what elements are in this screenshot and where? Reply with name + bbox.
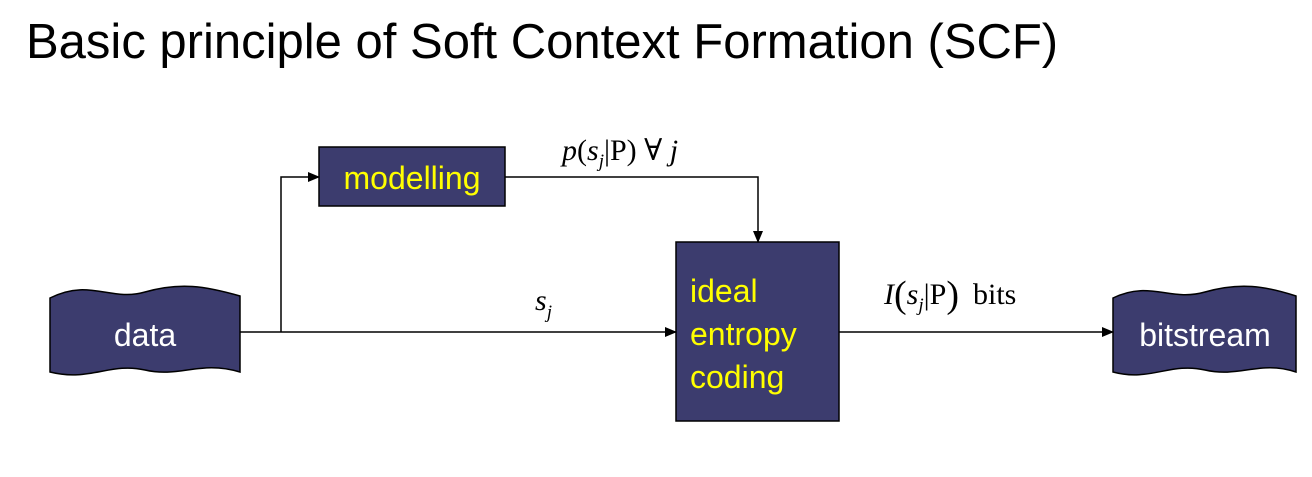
coding-label-line2: entropy: [690, 316, 797, 352]
bitstream-label: bitstream: [1139, 317, 1271, 353]
coding-label-line3: coding: [690, 359, 784, 395]
branch-to-modelling-line: [280, 172, 320, 332]
data-node: [49, 285, 241, 376]
data-label: data: [114, 317, 176, 353]
modelling-label: modelling: [344, 160, 481, 196]
modelling-to-coding-line: [505, 176, 763, 243]
probability-label: p(sj|P) ∀ j: [560, 134, 678, 172]
information-label: I(sj|P)bits: [883, 274, 1016, 316]
symbol-label: sj: [535, 284, 552, 323]
coding-label-line1: ideal: [690, 273, 758, 309]
bitstream-node: [1112, 285, 1297, 376]
page-title: Basic principle of Soft Context Formatio…: [26, 15, 1059, 69]
modelling-box: [318, 146, 506, 207]
